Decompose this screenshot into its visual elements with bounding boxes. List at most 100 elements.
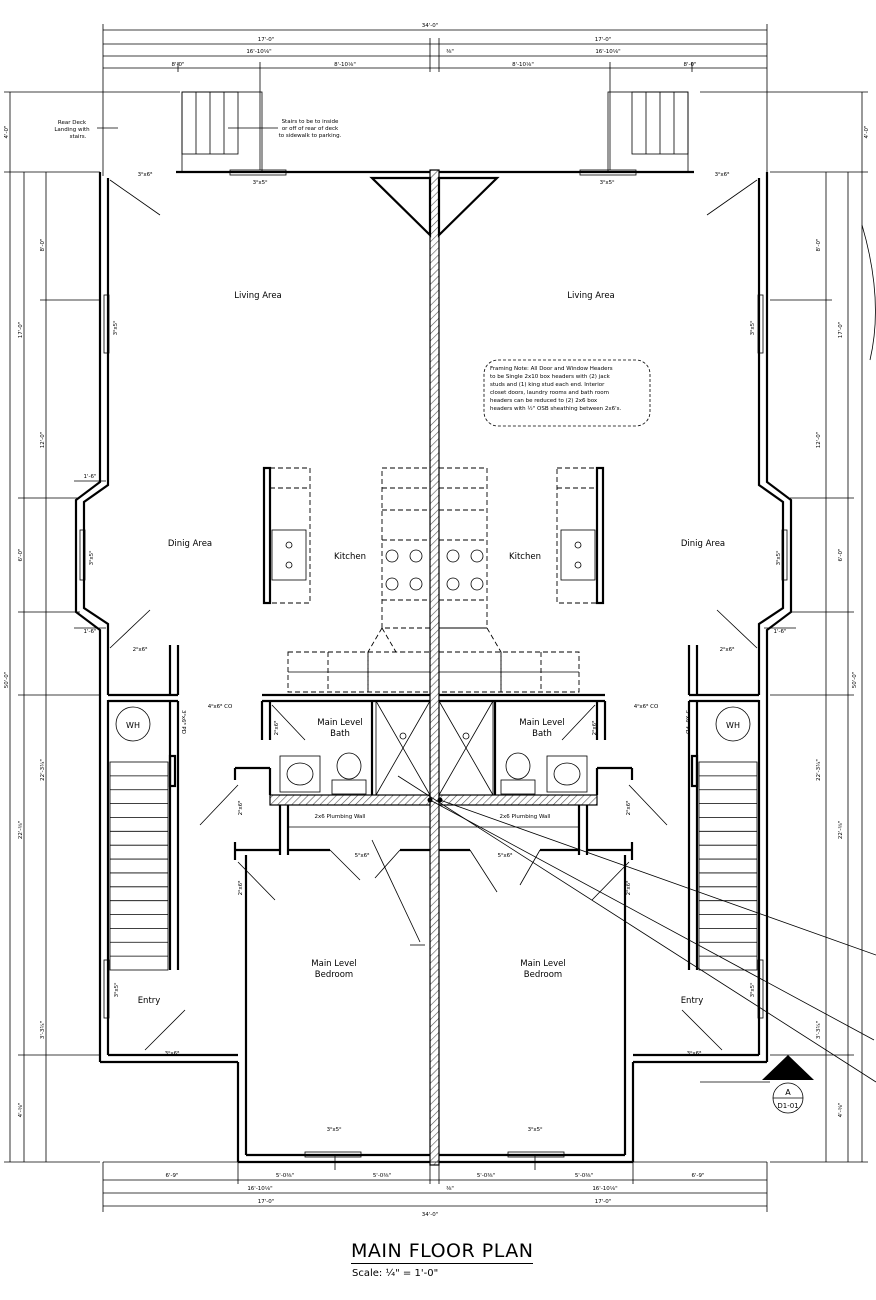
win-rear-right: 3⁰x5⁰ xyxy=(600,179,615,186)
bed-label-right-2: Bedroom xyxy=(524,970,562,980)
party-wall xyxy=(369,169,500,1166)
interior-walls-left xyxy=(108,645,431,970)
dim-left-3: 3'-3¾" xyxy=(40,1021,46,1039)
top-dimensions: 34'-0" 17'-0" 17'-0" 16'-10⅛" ⅜" 16'-10⅛… xyxy=(102,23,768,176)
dim-left-8: 8'-0" xyxy=(40,238,46,251)
kitchen-right xyxy=(438,466,605,693)
dim-bottom-50-c: 5'-0⅜" xyxy=(477,1173,495,1179)
dim-bottom-half-left: 17'-0" xyxy=(258,1199,275,1205)
dim-bottom-inner-right: 16'-10⅛" xyxy=(592,1186,617,1192)
dim-bottom-69-left: 6'-9" xyxy=(165,1173,178,1179)
deck-note-l2: Landing with xyxy=(54,127,90,133)
bath-label-right-1: Main Level xyxy=(519,718,564,728)
wh-label-right: WH xyxy=(726,721,740,730)
kitchen-label-left: Kitchen xyxy=(334,552,366,562)
win-rear-left: 3⁰x5⁰ xyxy=(253,179,268,186)
dim-right-4: 4'-0" xyxy=(864,125,870,138)
dim-top-8-right: 8'-0" xyxy=(683,62,696,68)
door-pd-left: 3⁰x6⁸ PD xyxy=(180,710,187,734)
door-entry-left: 3⁰x6⁸ xyxy=(165,1050,180,1057)
dim-top-mid-right: 8'-10⅛" xyxy=(512,62,534,68)
door-closet-left: 2⁰x6⁸ xyxy=(237,800,244,815)
win-living-left: 3⁰x5⁰ xyxy=(112,320,119,335)
dim-left-12: 12'-0" xyxy=(40,432,46,449)
dim-bottom-inner-left: 16'-10⅛" xyxy=(247,1186,272,1192)
right-dimensions: 4'-0" 17'-0" 8'-0" 12'-0" 6'-0" 50'-0" 2… xyxy=(700,91,876,1163)
plan-title: MAIN FLOOR PLAN xyxy=(351,1240,534,1264)
dim-right-17: 17'-0" xyxy=(838,322,844,339)
rear-deck-left: Rear Deck Landing with stairs. Stairs to… xyxy=(54,91,342,173)
section-letter: A xyxy=(785,1088,791,1097)
dim-bump-right-top: 1'-6" xyxy=(773,629,786,635)
dim-half-top-left: 17'-0" xyxy=(258,37,275,43)
dim-right-22a: 22'-3¾" xyxy=(816,759,822,781)
dim-party-top: ⅜" xyxy=(446,49,454,55)
dim-bottom-69-right: 6'-9" xyxy=(691,1173,704,1179)
door-5x6-right: 5⁰x6⁸ xyxy=(498,852,513,859)
room-labels: Living Area Living Area Dinig Area Dinig… xyxy=(138,291,725,1006)
bottom-dimensions: 6'-9" 5'-0⅜" 5'-0⅜" 5'-0⅜" 5'-0⅜" 6'-9" … xyxy=(102,1156,768,1218)
framing-note-4: closet doors, laundry rooms and bath roo… xyxy=(490,390,609,396)
dim-bump-left-bot: 1'-6" xyxy=(83,629,96,635)
door-side-left: 2⁰x6⁸ xyxy=(133,646,148,653)
bed-label-left-1: Main Level xyxy=(311,959,356,969)
plumb-right: 2x6 Plumbing Wall xyxy=(500,814,551,820)
left-dimensions: 4'-0" 17'-0" 8'-0" 12'-0" 6'-0" 50'-0" 2… xyxy=(4,91,180,1163)
dim-left-22b: 22'-⅜" xyxy=(18,821,24,839)
kitchen-left xyxy=(262,466,431,693)
framing-note-3: studs and (1) king stud each end. Interi… xyxy=(490,382,605,388)
door-swings xyxy=(109,179,758,1051)
dim-left-4b: 4'-⅜" xyxy=(18,1103,24,1118)
framing-note-6: headers with ½" OSB sheathing between 2x… xyxy=(490,405,622,412)
living-label-left: Living Area xyxy=(234,291,282,301)
dim-bottom-50-d: 5'-0⅜" xyxy=(575,1173,593,1179)
win-dining-left: 3⁰x5⁰ xyxy=(88,550,95,565)
dim-left-6: 6'-0" xyxy=(18,548,24,561)
stairs-note-2: or off of rear of deck xyxy=(282,126,339,132)
bed-label-left-2: Bedroom xyxy=(315,970,353,980)
door-closet-right: 2⁰x6⁸ xyxy=(625,800,632,815)
door-entry-right: 3⁰x6⁸ xyxy=(687,1050,702,1057)
win-bed-left: 3⁰x5⁰ xyxy=(327,1126,342,1133)
dim-left-22a: 22'-3¾" xyxy=(40,759,46,781)
entry-label-right: Entry xyxy=(681,996,704,1006)
dim-right-6: 6'-0" xyxy=(838,548,844,561)
bath-left xyxy=(279,700,431,796)
door-pd-right: 3⁰x6⁸ PD xyxy=(684,710,691,734)
door-co-right: 4⁰x6⁸ CO xyxy=(634,703,659,710)
wh-label-left: WH xyxy=(126,721,140,730)
door-bed-right: 2⁰x6⁸ xyxy=(625,880,632,895)
dim-inner-top-left: 16'-10⅛" xyxy=(246,49,271,55)
win-dining-right: 3⁰x5⁰ xyxy=(775,550,782,565)
dim-right-50: 50'-0" xyxy=(852,672,858,689)
bath-label-left-2: Bath xyxy=(330,729,350,739)
walls-left-unit xyxy=(74,169,430,1164)
door-co-left: 4⁰x6⁸ CO xyxy=(208,703,233,710)
dim-bottom-overall: 34'-0" xyxy=(422,1212,439,1218)
dim-left-17: 17'-0" xyxy=(18,322,24,339)
framing-note-2: to be Single 2x10 box headers with (2) j… xyxy=(490,374,611,380)
dim-top-mid-left: 8'-10⅛" xyxy=(334,62,356,68)
walls-right-unit xyxy=(439,169,793,1164)
bed-label-right-1: Main Level xyxy=(520,959,565,969)
entry-label-left: Entry xyxy=(138,996,161,1006)
interior-walls-right xyxy=(438,645,759,970)
leader-lines xyxy=(397,775,876,1083)
door-side-right: 2⁰x6⁸ xyxy=(720,646,735,653)
win-entry-right: 3⁰x5⁰ xyxy=(749,982,756,997)
dim-left-50: 50'-0" xyxy=(4,672,10,689)
dim-half-top-right: 17'-0" xyxy=(595,37,612,43)
water-heater-right: WH xyxy=(715,706,751,742)
rear-deck-right xyxy=(607,91,689,173)
water-heater-left: WH xyxy=(115,706,151,742)
framing-note: Framing Note: All Door and Window Header… xyxy=(483,359,651,427)
stair-right xyxy=(690,754,758,971)
door-bed-left: 2⁰x6⁸ xyxy=(237,880,244,895)
stairs-note-3: to sidewalk to parking. xyxy=(279,133,342,139)
dim-top-8-left: 8'-0" xyxy=(171,62,184,68)
plumb-left: 2x6 Plumbing Wall xyxy=(315,814,366,820)
dim-right-4b: 4'-⅜" xyxy=(838,1103,844,1118)
section-marker: A D1-01 xyxy=(762,1055,814,1114)
deck-note-l3: stairs. xyxy=(70,134,87,140)
